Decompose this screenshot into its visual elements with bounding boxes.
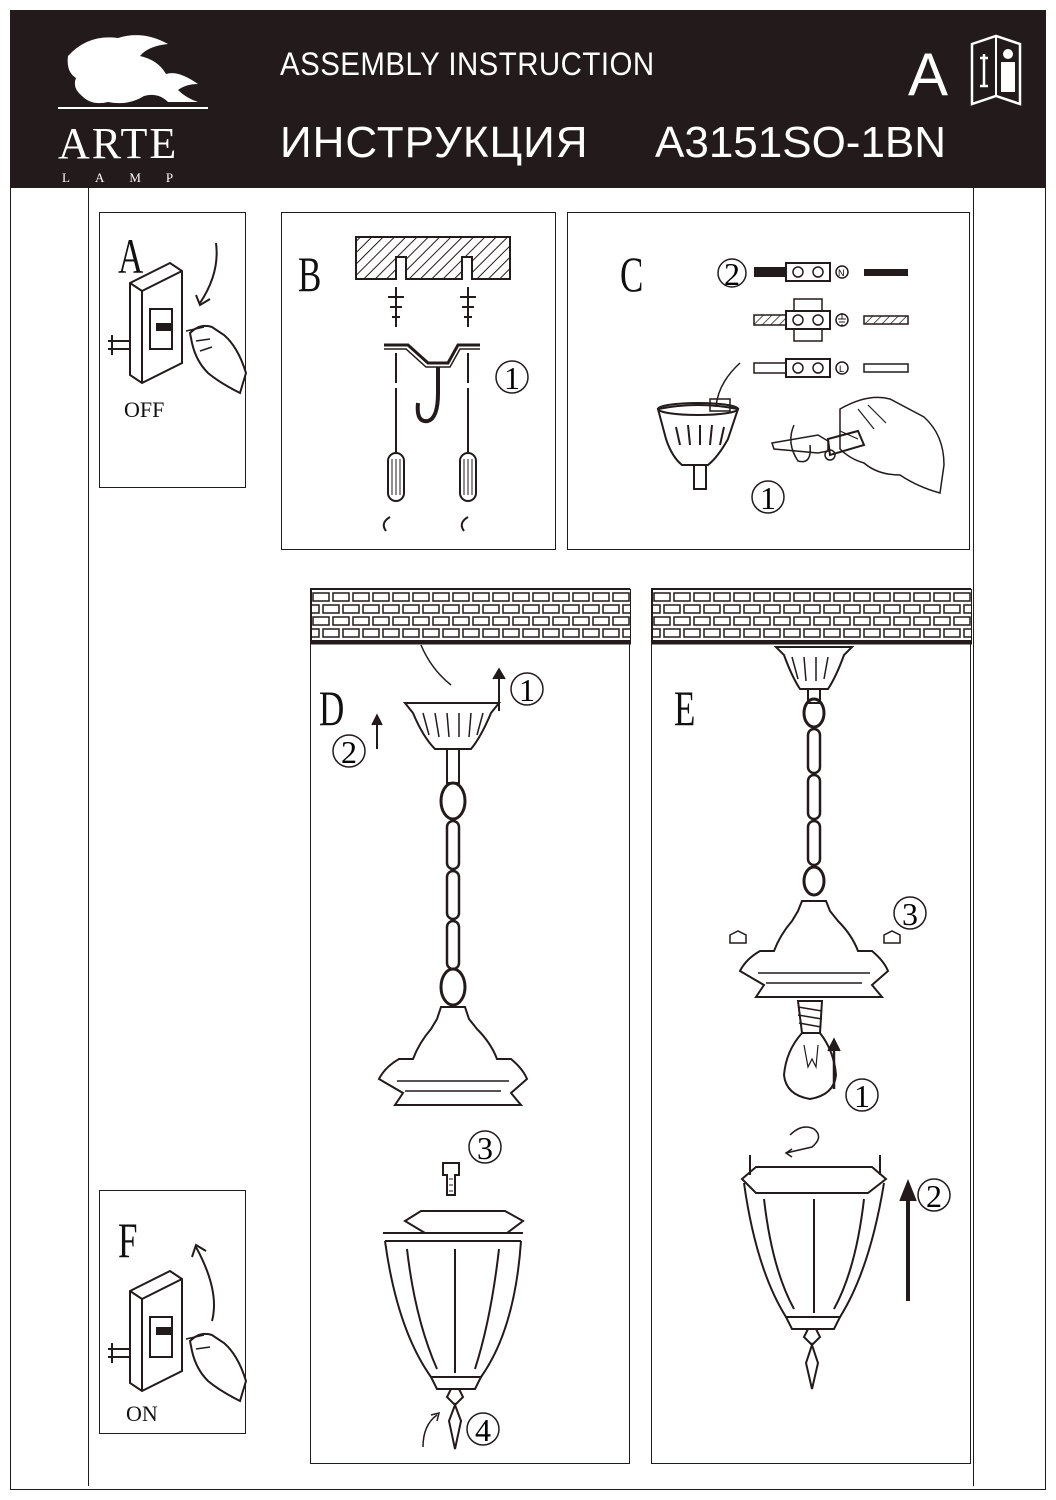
panel-b-label: B [298,246,322,302]
panel-a: A OFF [99,212,247,488]
panel-c-step2: 2 [724,256,740,292]
lamp-body-install-illustration: 1 2 3 4 [332,644,544,1450]
panel-d: D 1 2 3 4 [310,588,631,1464]
title-russian: ИНСТРУКЦИЯ [280,118,589,167]
panel-d-step2: 2 [341,734,357,770]
terminal-l-label: L [839,364,844,374]
panel-c-step1: 1 [760,480,776,516]
panel-e: E 3 1 2 [651,588,972,1464]
wiring-illustration: 2 N L 1 [656,256,945,516]
panel-f-label: F [118,1212,138,1268]
variant-letter: A [908,41,949,108]
ceiling-bracket-illustration: 1 [355,236,529,532]
bulb-install-illustration: 3 1 2 [729,646,951,1390]
switch-off-illustration [108,242,247,395]
brand-name: ARTE [58,119,179,168]
switch-on-illustration [108,1243,247,1403]
panel-c-label: C [620,246,644,302]
panel-f: F ON [99,1190,247,1434]
page-frame [10,188,1046,1490]
ceiling-brick-e [652,589,972,645]
panel-e-step2: 2 [926,1178,942,1214]
panel-c: C 2 N L [567,212,970,550]
panel-f-caption: ON [126,1401,158,1426]
panel-d-step4: 4 [475,1412,491,1448]
griffin-logo-icon [58,35,208,109]
panel-e-step1: 1 [854,1078,870,1114]
panel-a-label: A [118,228,144,284]
content-column [88,188,974,1486]
brand-subtitle: LAMP [62,170,199,185]
panel-d-label: D [319,680,345,736]
panel-d-step3: 3 [477,1130,493,1166]
panel-a-caption: OFF [124,397,165,422]
panel-b: B 1 [281,212,556,550]
panel-e-label: E [674,680,696,736]
header-bar: ARTE LAMP ASSEMBLY INSTRUCTION ИНСТРУКЦИ… [10,10,1046,188]
brand-logo: ARTE LAMP [48,26,218,185]
model-number: A3151SO-1BN [655,118,947,167]
panel-b-step: 1 [504,360,520,396]
ceiling-brick-d [311,589,631,645]
panel-d-step1: 1 [519,672,535,708]
manual-info-icon [970,34,1022,106]
title-english: ASSEMBLY INSTRUCTION [280,46,655,82]
panel-e-step3: 3 [902,896,918,932]
terminal-n-label: N [838,268,845,278]
